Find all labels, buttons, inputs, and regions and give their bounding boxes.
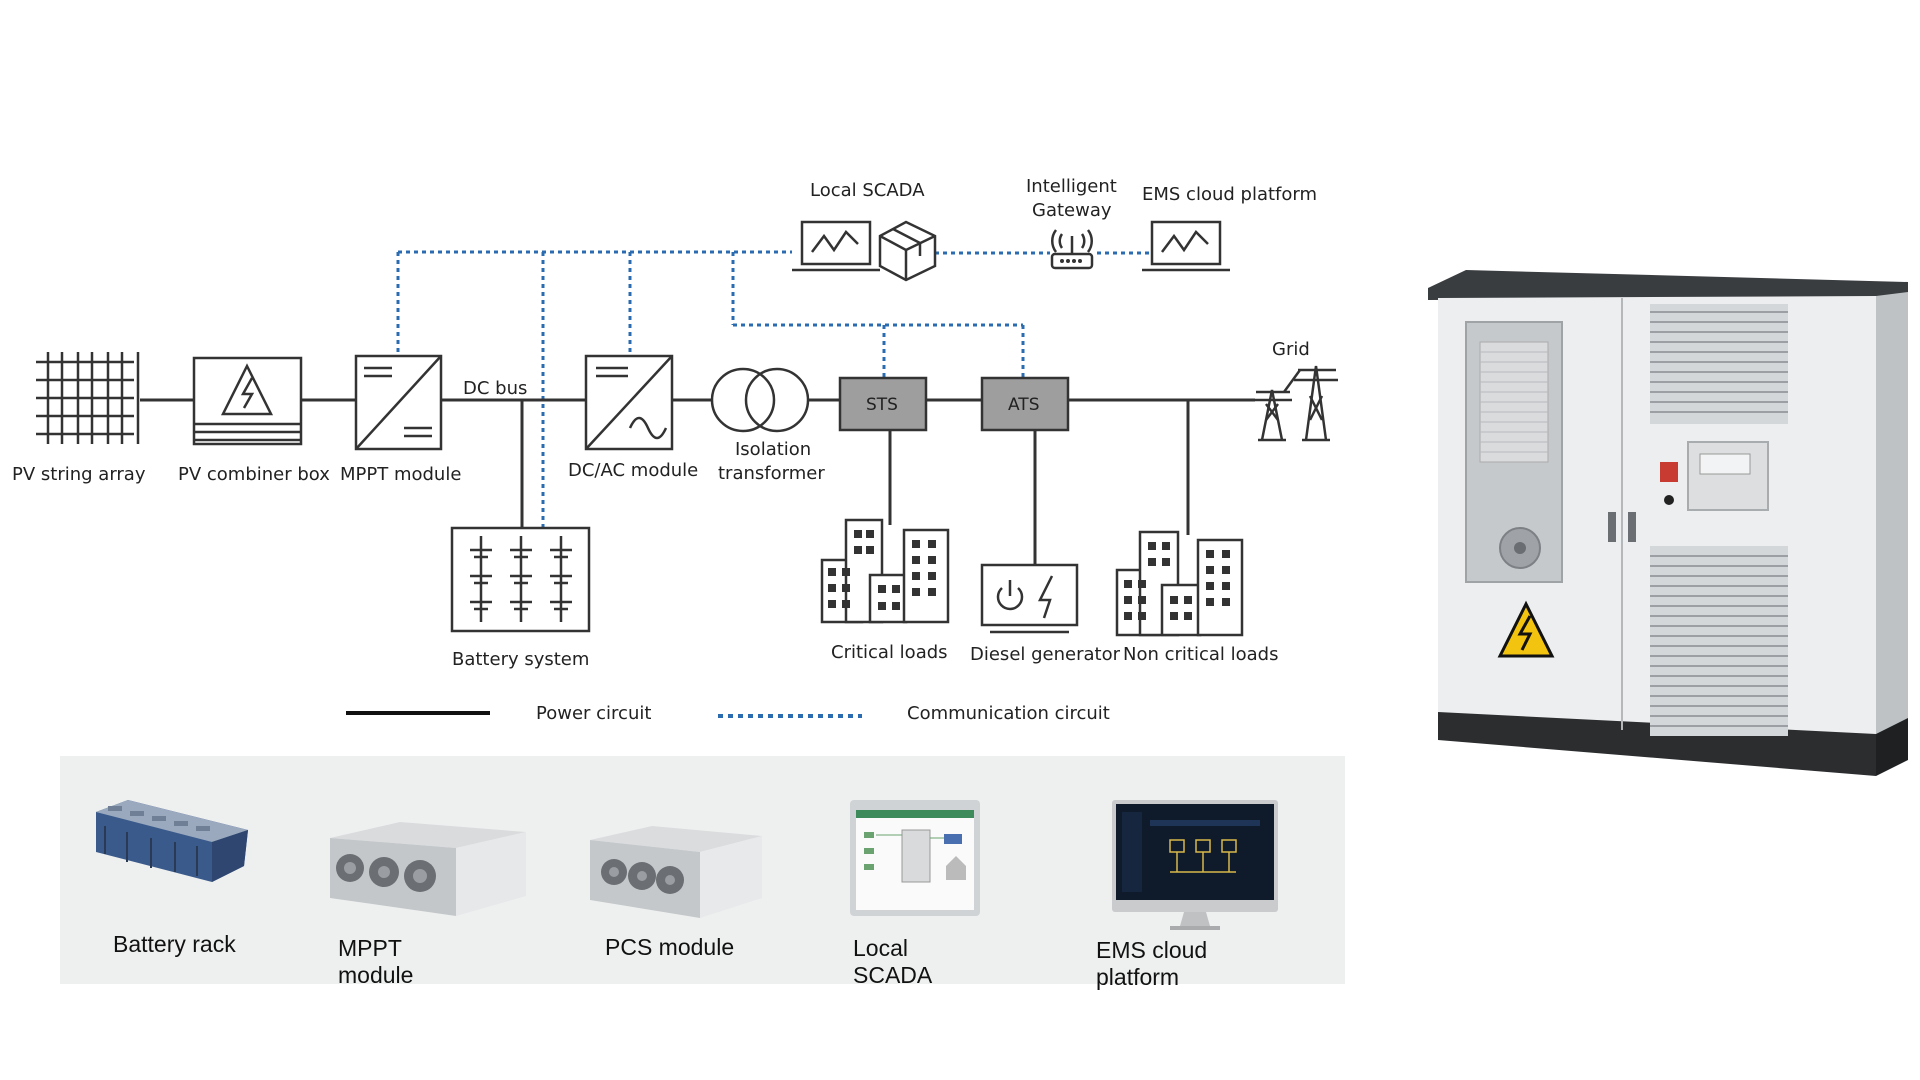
grid-label: Grid	[1272, 339, 1310, 360]
outdoor-cabinet-image	[1428, 270, 1908, 776]
critical-loads-label: Critical loads	[831, 642, 948, 663]
gateway-label-1: Intelligent	[1026, 176, 1117, 197]
isolation-transformer-icon	[710, 367, 810, 433]
product-battery-rack-label: Battery rack	[113, 931, 236, 957]
scada-box-icon	[878, 220, 937, 282]
diesel-generator-label: Diesel generator	[970, 644, 1121, 665]
legend-power-label: Power circuit	[536, 703, 651, 724]
product-ems-label-1: EMS cloud	[1096, 937, 1207, 963]
pv-array-label: PV string array	[12, 464, 146, 485]
isolation-label-1: Isolation	[735, 439, 811, 460]
product-ems-label-2: platform	[1096, 964, 1179, 990]
pv-array-icon	[36, 352, 140, 444]
pv-combiner-label: PV combiner box	[178, 464, 330, 485]
battery-rack-image	[96, 800, 248, 882]
ems-monitor-image	[1112, 800, 1278, 930]
legend: Power circuit Communication circuit	[346, 703, 1110, 724]
dcac-module-label: DC/AC module	[568, 460, 698, 481]
mppt-product-image	[330, 822, 526, 916]
noncritical-loads-label: Non critical loads	[1123, 644, 1278, 665]
product-scada-label-2: SCADA	[853, 962, 933, 988]
dcac-module-icon	[584, 354, 674, 451]
ems-label: EMS cloud platform	[1142, 184, 1317, 205]
power-lines	[140, 398, 1255, 565]
isolation-label-2: transformer	[718, 463, 825, 484]
dc-bus-label: DC bus	[463, 378, 527, 399]
critical-loads-icon	[820, 518, 950, 624]
gateway-label-2: Gateway	[1032, 200, 1112, 221]
scada-screen-image	[850, 800, 980, 916]
mppt-module-icon	[354, 354, 443, 451]
grid-tower-icon	[1252, 365, 1338, 442]
scada-laptop-icon	[792, 220, 880, 272]
product-mppt-label-1: MPPT	[338, 935, 402, 961]
battery-system-label: Battery system	[452, 649, 589, 670]
pcs-product-image	[590, 826, 762, 918]
sts-label: STS	[866, 395, 898, 415]
legend-comm-label: Communication circuit	[907, 703, 1110, 724]
product-pcs-label: PCS module	[605, 934, 734, 960]
gateway-router-icon	[1050, 229, 1094, 270]
diesel-generator-icon	[980, 563, 1079, 634]
ems-laptop-icon	[1142, 220, 1230, 272]
scada-label: Local SCADA	[810, 180, 925, 201]
battery-system-icon	[450, 526, 591, 633]
ats-label: ATS	[1008, 395, 1040, 415]
mppt-module-label: MPPT module	[340, 464, 461, 485]
noncritical-loads-icon	[1115, 530, 1244, 637]
product-mppt-label-2: module	[338, 962, 413, 988]
warning-sign-icon	[1497, 600, 1555, 658]
product-scada-label-1: Local	[853, 935, 908, 961]
communication-lines	[396, 250, 1152, 528]
sts-switch: STS	[838, 376, 928, 432]
pv-combiner-icon	[192, 356, 303, 446]
ats-switch: ATS	[980, 376, 1070, 432]
